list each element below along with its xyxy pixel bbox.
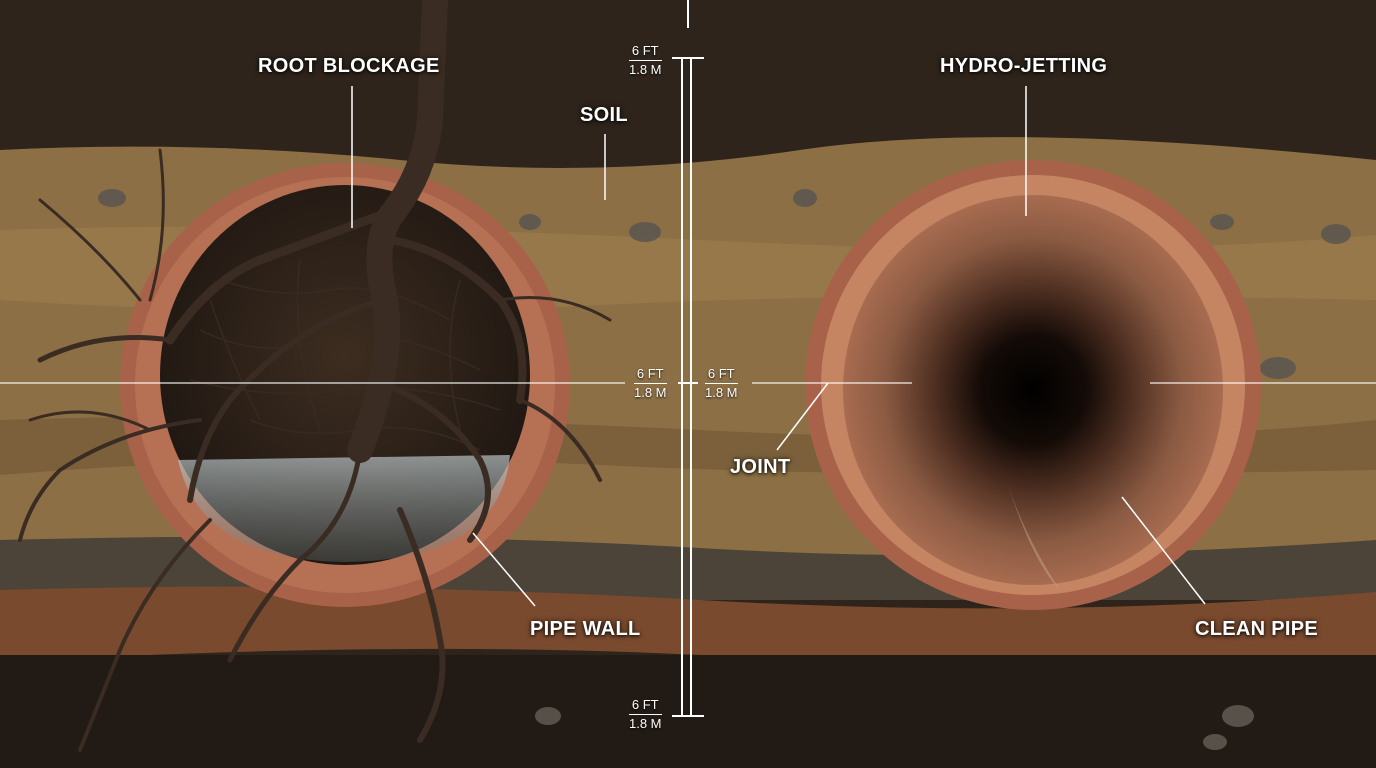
leader-lines (351, 86, 1206, 607)
scale-marker-middle-right: 6 FT 1.8 M (705, 366, 738, 400)
hydro-jetting-label: HYDRO-JETTING (940, 55, 1108, 77)
root-mass (18, 0, 612, 752)
right-pipe-tunnel (843, 195, 1223, 585)
clean-pipe-label: CLEAN PIPE (1195, 618, 1319, 640)
scale-marker-bottom: 6 FT 1.8 M (629, 697, 662, 731)
joint-label: JOINT (730, 456, 791, 478)
soil-label: SOIL (580, 104, 628, 126)
bottom-soil-layer (0, 655, 1376, 768)
scale-marker-top: 6 FT 1.8 M (629, 43, 662, 77)
pipe-wall-label: PIPE WALL (530, 618, 641, 640)
root-blockage-label: ROOT BLOCKAGE (258, 55, 440, 77)
scale-marker-middle-left: 6 FT 1.8 M (634, 366, 667, 400)
vertical-scale-bar (672, 0, 704, 717)
